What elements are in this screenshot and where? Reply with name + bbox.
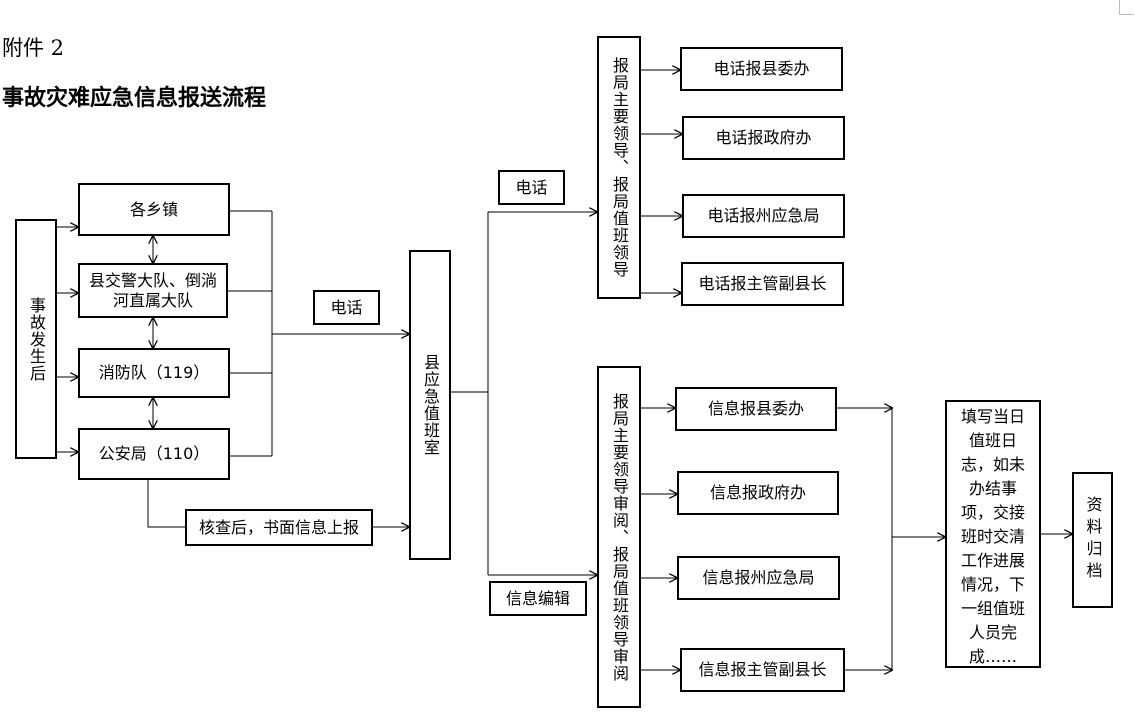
phone-leader-box: 报局主要领导、报局值班领导 bbox=[597, 36, 641, 299]
phone-label-right: 电话 bbox=[498, 170, 565, 205]
start-box: 事故发生后 bbox=[15, 219, 57, 459]
phone-target-prefecture-emergency: 电话报州应急局 bbox=[682, 194, 845, 238]
attachment-label: 附件 2 bbox=[2, 36, 65, 60]
info-leader-box: 报局主要领导审阅、报局值班领导审阅 bbox=[597, 366, 641, 708]
page-title: 事故灾难应急信息报送流程 bbox=[2, 85, 267, 111]
phone-target-government-office: 电话报政府办 bbox=[682, 116, 845, 160]
start-text: 事故发生后 bbox=[27, 296, 46, 382]
duty-room-box: 县应急值班室 bbox=[409, 250, 451, 560]
info-target-deputy-county-head: 信息报主管副县长 bbox=[680, 648, 845, 692]
info-leader-text: 报局主要领导审阅、报局值班领导审阅 bbox=[610, 392, 629, 682]
phone-label-left: 电话 bbox=[313, 290, 380, 325]
phone-leader-text: 报局主要领导、报局值班领导 bbox=[610, 57, 629, 278]
archive-text: 资料归档 bbox=[1083, 496, 1103, 584]
branch-lines bbox=[451, 212, 489, 575]
duty-log-box: 填写当日值班日志，如未办结事项，交接班时交清工作进展情况，下一组值班人员完成…… bbox=[945, 400, 1041, 668]
unit-traffic-police: 县交警大队、倒淌河直属大队 bbox=[78, 263, 228, 318]
page-corner-mark bbox=[1119, 0, 1134, 15]
written-report-label: 核查后，书面信息上报 bbox=[185, 509, 373, 546]
info-edit-label: 信息编辑 bbox=[489, 581, 587, 616]
info-target-county-committee: 信息报县委办 bbox=[675, 387, 837, 431]
phone-target-county-committee: 电话报县委办 bbox=[680, 47, 843, 91]
unit-police-bureau: 公安局（110） bbox=[78, 428, 230, 480]
info-target-prefecture-emergency: 信息报州应急局 bbox=[677, 556, 840, 600]
phone-target-deputy-county-head: 电话报主管副县长 bbox=[681, 262, 844, 306]
unit-fire-brigade: 消防队（119） bbox=[78, 348, 230, 398]
archive-box: 资料归档 bbox=[1072, 472, 1113, 608]
unit-towns: 各乡镇 bbox=[78, 183, 230, 236]
duty-room-text: 县应急值班室 bbox=[421, 354, 440, 456]
info-target-government-office: 信息报政府办 bbox=[677, 471, 839, 515]
collector-lines bbox=[227, 210, 273, 457]
